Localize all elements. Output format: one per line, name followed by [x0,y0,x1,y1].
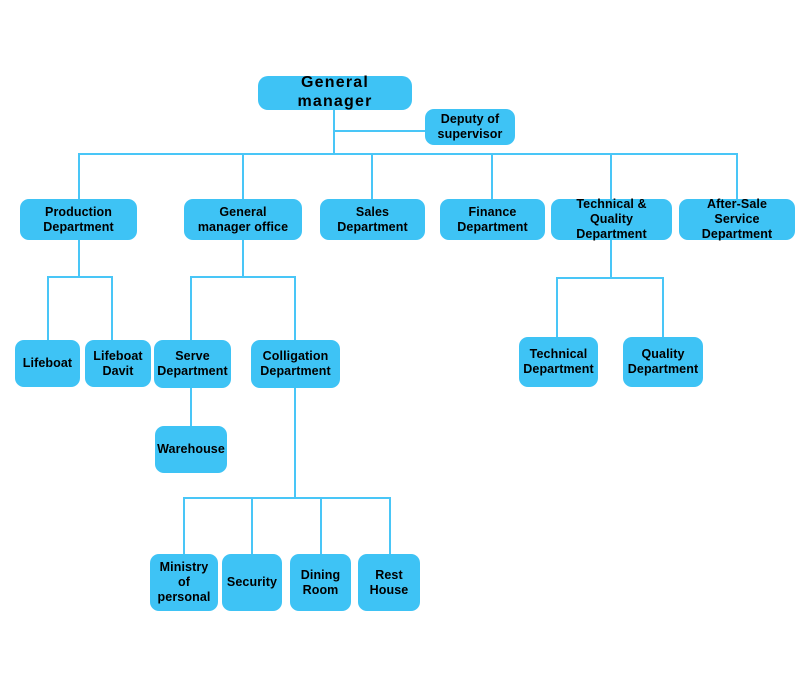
connector-drop-technical [556,277,558,337]
node-lifeboat-davit[interactable]: Lifeboat Davit [85,340,151,387]
connector-drop-production [78,153,80,199]
node-finance-department[interactable]: Finance Department [440,199,545,240]
node-general-manager[interactable]: General manager [258,74,412,110]
connector-production-bus [47,276,113,278]
node-technical-department[interactable]: Technical Department [519,337,598,387]
connector-colligation-stem [294,388,296,498]
connector-drop-sales [371,153,373,199]
connector-gm-office-bus [190,276,296,278]
node-sales-department[interactable]: Sales Department [320,199,425,240]
node-security[interactable]: Security [222,554,282,611]
node-rest-house[interactable]: Rest House [358,554,420,611]
connector-drop-lifeboat-davit [111,276,113,341]
node-serve-department[interactable]: Serve Department [154,340,231,388]
node-after-sale-service-department[interactable]: After-Sale Service Department [679,197,795,241]
connector-drop-serve [190,276,192,341]
connector-drop-technical-quality [610,153,612,199]
node-dining-room[interactable]: Dining Room [290,554,351,611]
connector-drop-gm-office [242,153,244,199]
connector-drop-finance [491,153,493,199]
node-deputy-of-supervisor[interactable]: Deputy of supervisor [425,109,515,145]
node-warehouse[interactable]: Warehouse [155,426,227,473]
node-general-manager-office[interactable]: General manager office [184,199,302,240]
connector-colligation-bus [183,497,391,499]
connector-gm-office-stem [242,239,244,277]
node-colligation-department[interactable]: Colligation Department [251,340,340,388]
connector-drop-security [251,497,253,554]
node-lifeboat[interactable]: Lifeboat [15,340,80,387]
node-production-department[interactable]: Production Department [20,199,137,240]
connector-serve-to-warehouse [190,388,192,426]
connector-drop-ministry [183,497,185,554]
connector-production-stem [78,239,80,277]
connector-technical-quality-bus [556,277,664,279]
connector-drop-colligation [294,276,296,341]
connector-drop-dining [320,497,322,554]
connector-drop-after-sale [736,153,738,199]
connector-gm-to-deputy [333,130,426,132]
connector-drop-quality [662,277,664,337]
connector-drop-lifeboat [47,276,49,341]
connector-drop-rest-house [389,497,391,554]
node-technical-quality-department[interactable]: Technical & Quality Department [551,197,672,241]
connector-level2-bus [78,153,737,155]
connector-technical-quality-stem [610,239,612,278]
node-ministry-of-personal[interactable]: Ministry of personal [150,554,218,611]
node-quality-department[interactable]: Quality Department [623,337,703,387]
